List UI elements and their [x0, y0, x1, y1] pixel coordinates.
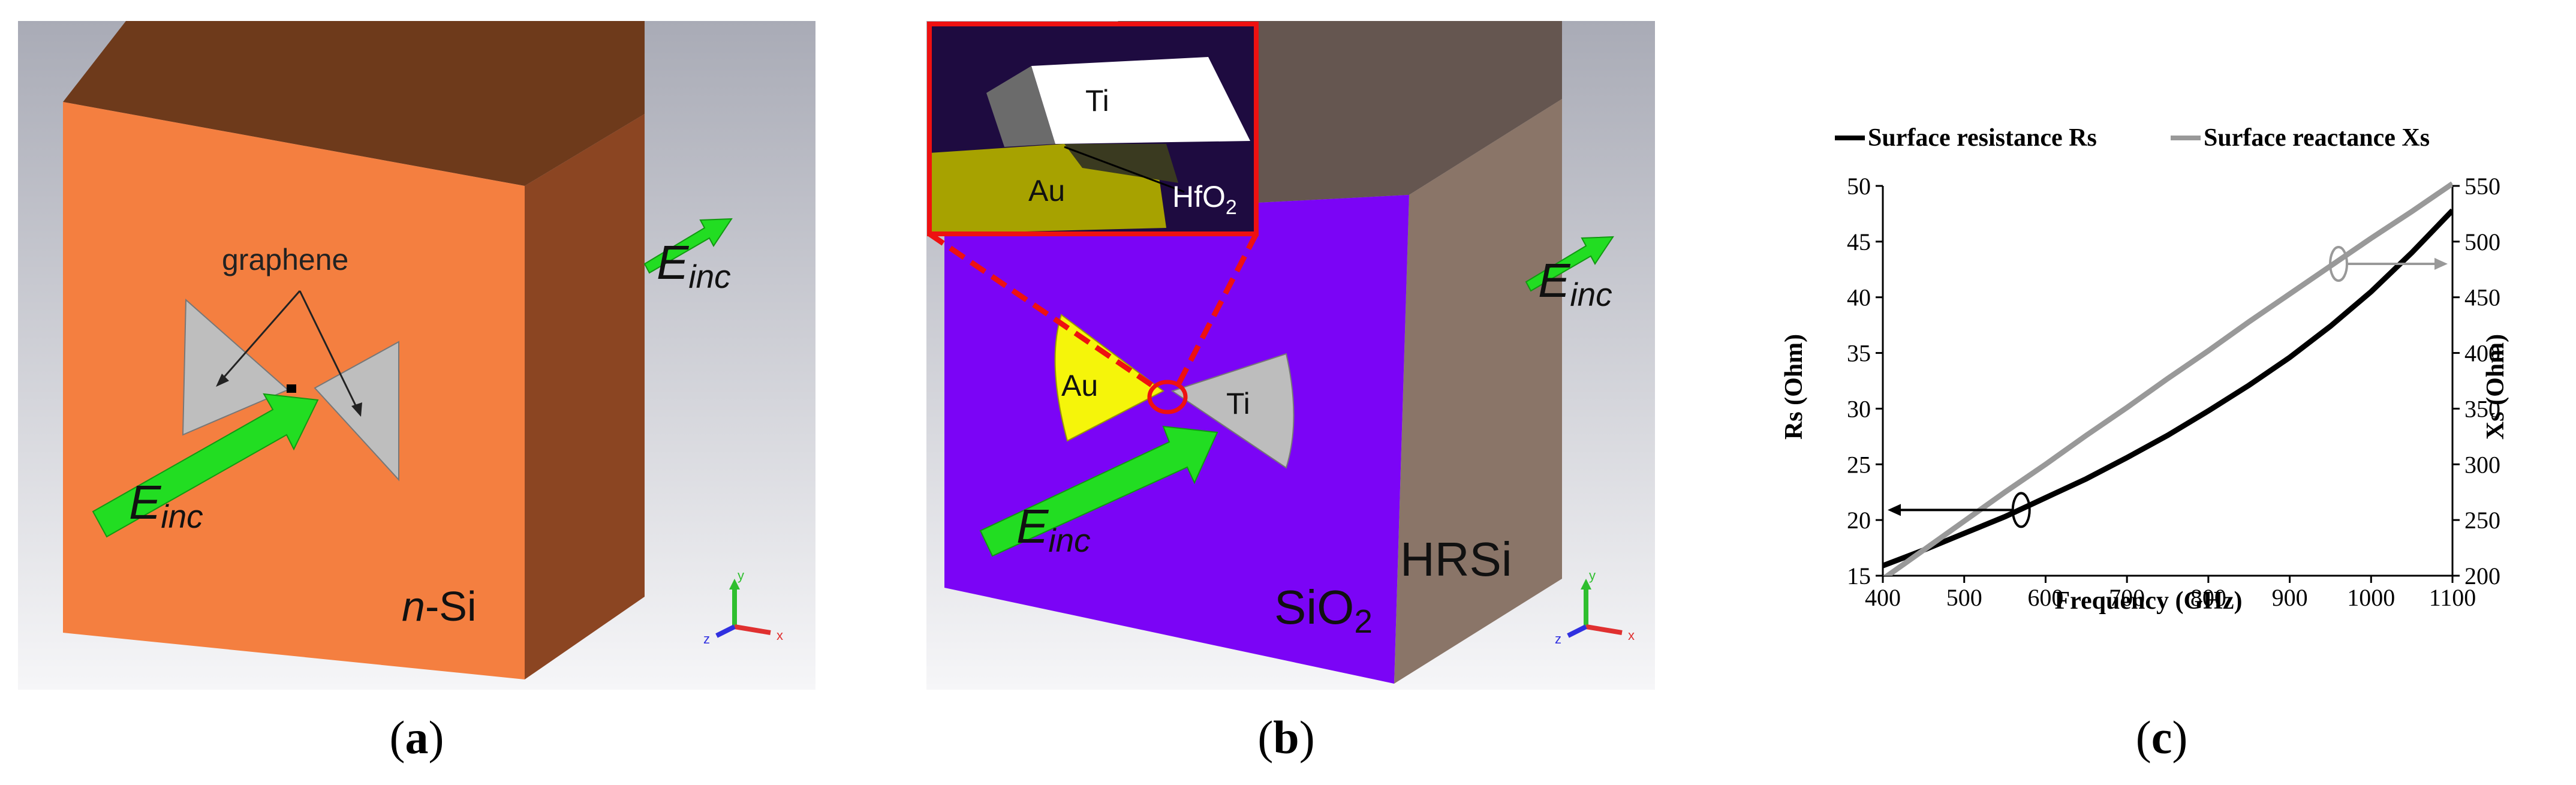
- y-right-tick-label: 300: [2464, 451, 2500, 478]
- incident-field-label-side: Einc: [657, 236, 731, 295]
- x-axis-label: Frequency (GHz): [2055, 587, 2243, 615]
- svg-text:x: x: [1628, 628, 1635, 643]
- ti-label: Ti: [1226, 387, 1250, 420]
- y-right-tick-label: 200: [2464, 563, 2500, 589]
- y-left-tick-label: 35: [1847, 340, 1871, 367]
- au-label: Au: [1061, 369, 1098, 402]
- svg-text:y: y: [738, 568, 744, 583]
- rs-axis-indicator-ellipse: [2011, 492, 2031, 528]
- svg-text:y: y: [1589, 568, 1596, 583]
- surface-impedance-chart: Surface resistance Rs Surface reactance …: [1780, 124, 2509, 615]
- caption-c: (c): [2135, 711, 2188, 763]
- incident-field-arrow-side: [643, 218, 733, 274]
- y-right-tick-label: 400: [2464, 340, 2500, 367]
- graphene-pointer-right-head: [351, 402, 362, 417]
- y-right-tick-label: 500: [2464, 228, 2500, 255]
- incident-field-label-front: Einc: [1016, 500, 1091, 559]
- inset-ti-block-front: [1031, 57, 1250, 144]
- chart-legend: Surface resistance Rs Surface reactance …: [1835, 124, 2430, 152]
- y-right-tick-label: 550: [2464, 173, 2500, 200]
- series-line-rs: [1883, 208, 2452, 569]
- graphene-pointer-right: [299, 290, 358, 408]
- junction-zoom-inset: Ti Au HfO2: [927, 22, 1259, 236]
- incident-field-label-front: Einc: [129, 476, 203, 535]
- xs-axis-indicator-arrowhead: [2434, 258, 2448, 270]
- y-left-tick-label: 25: [1847, 451, 1871, 478]
- graphene-pointer-left-head: [216, 374, 229, 387]
- axes-triad-icon: y x z: [703, 568, 783, 646]
- svg-text:z: z: [1555, 631, 1561, 646]
- caption-a: (a): [389, 711, 444, 763]
- y-right-tick-label: 450: [2464, 284, 2500, 311]
- inset-ti-block-left: [986, 66, 1055, 147]
- plot-area: 400 500 600 700 800 900 1000 1100 15 20 25 30 35 40 45…: [1847, 173, 2500, 611]
- inset-hfo2-wedge: [1064, 144, 1178, 183]
- junction-highlight-circle: [1147, 380, 1188, 414]
- x-tick-label: 500: [1946, 584, 1982, 611]
- y-right-tick-label: 250: [2464, 507, 2500, 534]
- panel-b-figure: Au Ti Einc Einc SiO2 HRSi y x z Ti Au Hf…: [926, 21, 1655, 690]
- y-axis-right-label: Xs (Ohm): [2482, 334, 2509, 440]
- legend-label-rs: Surface resistance Rs: [1868, 124, 2097, 152]
- graphene-pointer-left: [221, 290, 301, 380]
- x-tick-label: 800: [2190, 584, 2226, 611]
- axes-triad-icon: y x z: [1555, 568, 1635, 646]
- legend-label-xs: Surface reactance Xs: [2204, 124, 2430, 152]
- svg-text:z: z: [703, 631, 710, 646]
- inset-au-label: Au: [1028, 174, 1065, 207]
- hrsi-label: HRSi: [1400, 533, 1512, 586]
- graphene-junction: [287, 384, 296, 393]
- y-left-tick-label: 45: [1847, 228, 1871, 255]
- n-si-block-top: [63, 21, 645, 186]
- y-right-tick-label: 350: [2464, 395, 2500, 422]
- hrsi-block-side: [1394, 99, 1562, 684]
- svg-text:x: x: [777, 628, 783, 643]
- incident-field-arrow-front: [92, 393, 319, 538]
- n-si-block-side: [525, 114, 645, 679]
- n-si-label: n-Si: [402, 583, 477, 630]
- x-tick-label: 600: [2027, 584, 2063, 611]
- inset-hfo2-label: HfO2: [1172, 180, 1237, 219]
- incident-field-label-side: Einc: [1538, 254, 1612, 313]
- y-left-tick-label: 40: [1847, 284, 1871, 311]
- y-left-tick-label: 50: [1847, 173, 1871, 200]
- graphene-triangle-left: [182, 298, 289, 436]
- inset-leader-right: [1175, 232, 1259, 389]
- x-tick-label: 1000: [2347, 584, 2395, 611]
- series-line-xs: [1883, 181, 2452, 576]
- caption-b: (b): [1257, 711, 1315, 763]
- inset-ti-label: Ti: [1085, 84, 1109, 118]
- y-left-tick-label: 20: [1847, 507, 1871, 534]
- rs-axis-indicator-arrowhead: [1888, 504, 1901, 516]
- sio2-label: SiO2: [1274, 581, 1373, 640]
- ti-antenna: [1170, 353, 1295, 469]
- graphene-label: graphene: [222, 243, 348, 276]
- x-tick-label: 900: [2272, 584, 2308, 611]
- inset-leader-left: [928, 231, 1156, 389]
- incident-field-arrow-side: [1525, 236, 1614, 292]
- panel-a-figure: graphene Einc Einc n-Si y x z: [18, 21, 815, 690]
- y-left-tick-label: 15: [1847, 563, 1871, 589]
- inset-border: [927, 22, 1259, 236]
- incident-field-arrow-front: [979, 425, 1218, 557]
- x-tick-label: 700: [2109, 584, 2145, 611]
- y-axis-left-label: Rs (Ohm): [1780, 334, 1808, 440]
- x-tick-label: 1100: [2429, 584, 2476, 611]
- x-tick-label: 400: [1865, 584, 1901, 611]
- inset-hfo2-pointer: [1064, 146, 1185, 193]
- y-left-tick-label: 30: [1847, 395, 1871, 422]
